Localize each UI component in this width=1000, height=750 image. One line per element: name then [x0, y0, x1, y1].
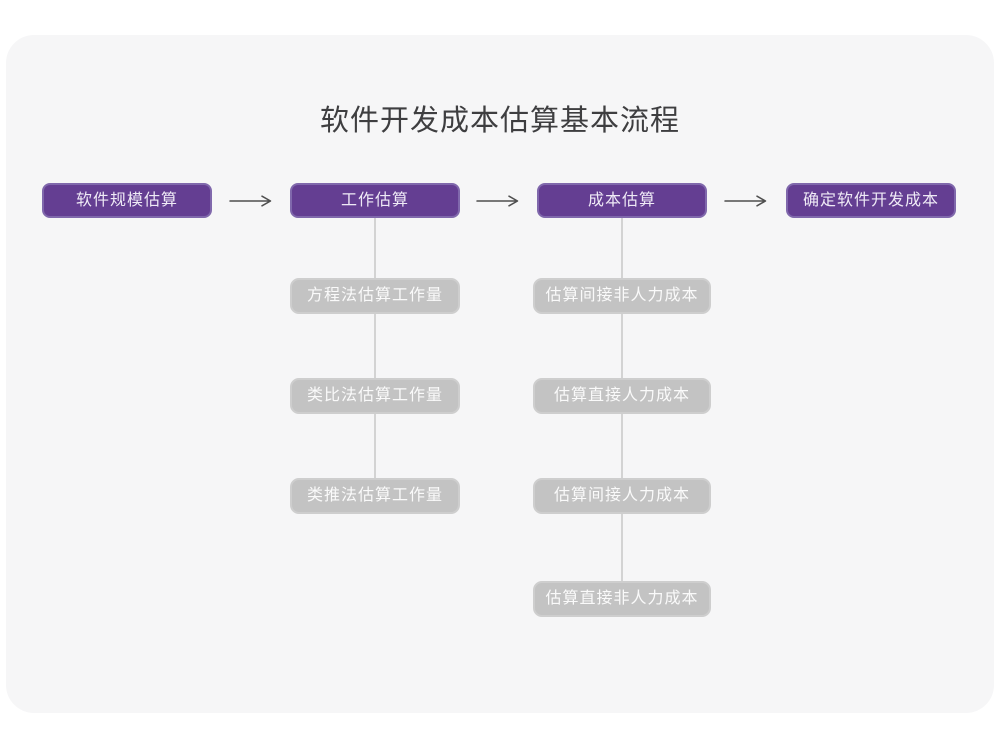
- sub-box-direct-labor-cost[interactable]: 估算直接人力成本: [533, 378, 711, 414]
- arrow-right-icon: [229, 195, 272, 207]
- connector-line-work-estimation: [374, 218, 376, 496]
- stage-box-determine-dev-cost[interactable]: 确定软件开发成本: [786, 183, 956, 218]
- sub-box-comparison-method[interactable]: 类比法估算工作量: [290, 378, 460, 414]
- arrow-right-icon: [476, 195, 519, 207]
- flowchart-card: [6, 35, 994, 713]
- stage-box-cost-estimation[interactable]: 成本估算: [537, 183, 707, 218]
- sub-box-direct-nonlabor-cost[interactable]: 估算直接非人力成本: [533, 581, 711, 617]
- page-title: 软件开发成本估算基本流程: [319, 105, 680, 137]
- stage-box-software-size-estimation[interactable]: 软件规模估算: [42, 183, 212, 218]
- sub-box-analogy-method[interactable]: 类推法估算工作量: [290, 478, 460, 514]
- sub-box-indirect-nonlabor-cost[interactable]: 估算间接非人力成本: [533, 278, 711, 314]
- sub-box-equation-method[interactable]: 方程法估算工作量: [290, 278, 460, 314]
- sub-box-indirect-labor-cost[interactable]: 估算间接人力成本: [533, 478, 711, 514]
- stage-box-work-estimation[interactable]: 工作估算: [290, 183, 460, 218]
- arrow-right-icon: [724, 195, 767, 207]
